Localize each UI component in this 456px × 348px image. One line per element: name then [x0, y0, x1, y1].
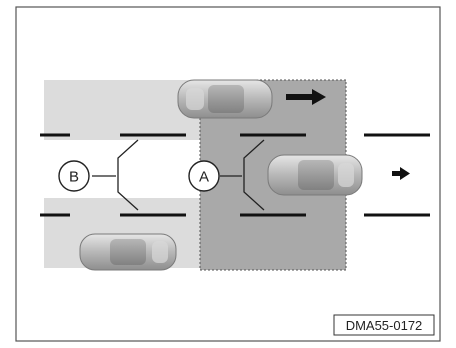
zone-b-letter: B [69, 169, 79, 186]
zone-a-label: A [188, 160, 220, 192]
figure-code-box: DMA55-0172 [333, 314, 435, 336]
zone-a-letter: A [199, 169, 209, 186]
zone-a-bracket [220, 139, 265, 211]
zone-b-shading-top [44, 80, 200, 140]
zone-b-bracket [92, 139, 139, 211]
zone-b-label: B [58, 160, 90, 192]
lane-markings [40, 133, 430, 217]
arrow-right-icon [392, 167, 410, 180]
car-icon [177, 79, 273, 119]
arrow-right-icon [286, 89, 326, 105]
car-icon [267, 154, 363, 196]
figure-code: DMA55-0172 [346, 318, 423, 333]
car-icon [79, 233, 177, 271]
